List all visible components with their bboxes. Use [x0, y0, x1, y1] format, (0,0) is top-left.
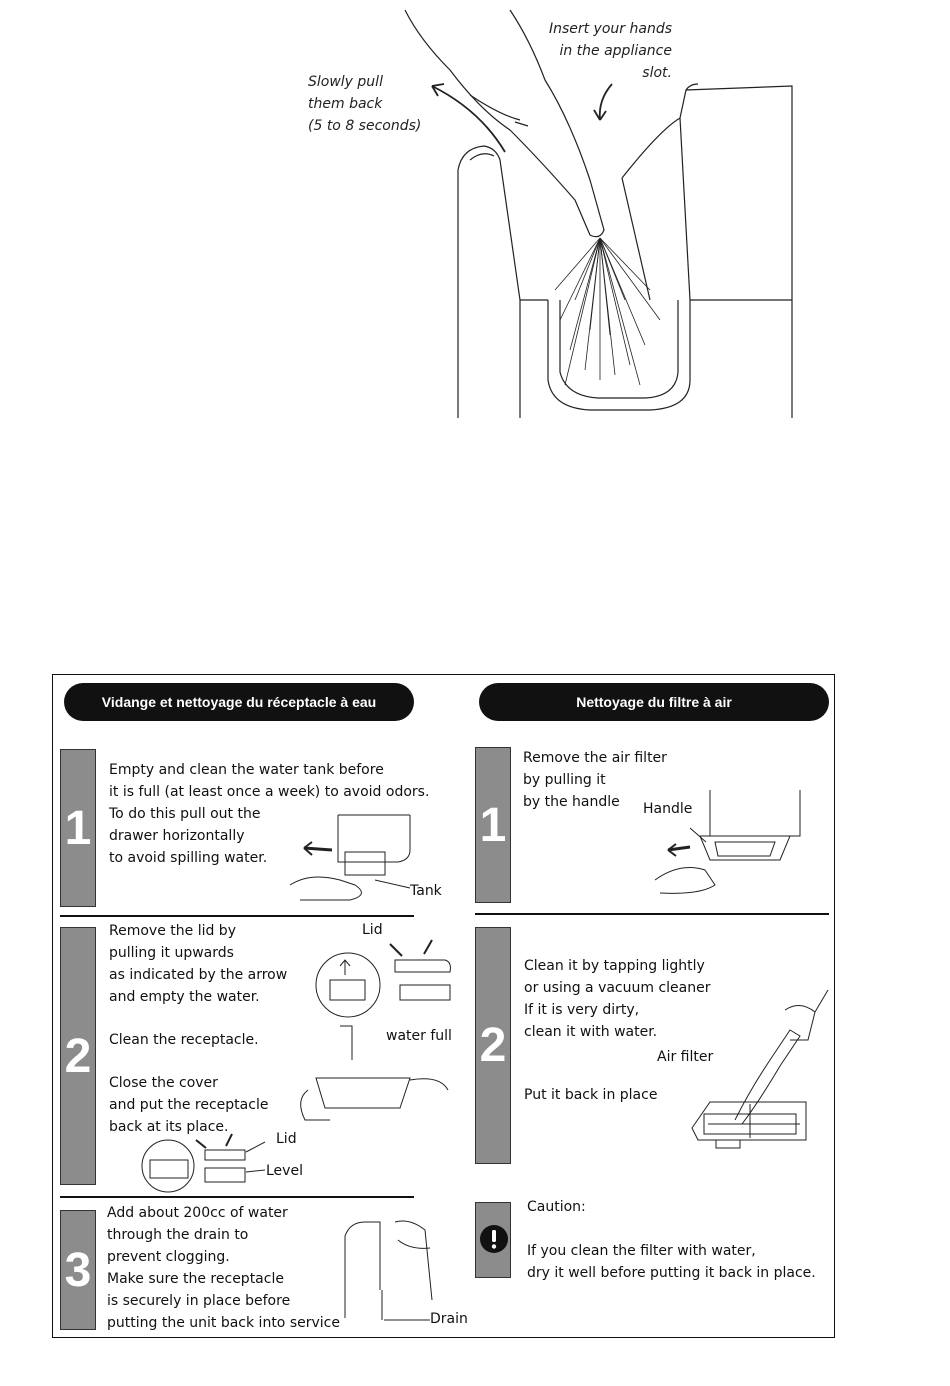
pull-back-caption: Slowly pull them back (5 to 8 seconds)	[308, 71, 421, 137]
text-line: dry it well before putting it back in pl…	[527, 1262, 816, 1284]
text-line: Remove the lid by	[109, 920, 287, 942]
caption-line: them back	[308, 93, 421, 115]
text-line: by pulling it	[523, 769, 667, 791]
text-line: putting the unit back into service	[107, 1312, 340, 1334]
text-line: prevent clogging.	[107, 1246, 340, 1268]
text-line: back at its place.	[109, 1116, 268, 1138]
exclamation-icon	[479, 1224, 509, 1254]
text-line: it is full (at least once a week) to avo…	[109, 781, 429, 803]
left-step2-text-a: Remove the lid by pulling it upwards as …	[109, 920, 287, 1008]
hand-dryer-illustration	[0, 0, 950, 430]
caution-title: Caution:	[527, 1196, 586, 1218]
text-line: Close the cover	[109, 1072, 268, 1094]
right-section-header: Nettoyage du filtre à air	[479, 683, 829, 721]
text-line: as indicated by the arrow	[109, 964, 287, 986]
text-line: pulling it upwards	[109, 942, 287, 964]
right-divider-1	[475, 913, 829, 915]
text-line: Remove the air filter	[523, 747, 667, 769]
text-line: is securely in place before	[107, 1290, 340, 1312]
label-handle: Handle	[643, 801, 692, 817]
left-divider-1	[60, 915, 414, 917]
label-tank: Tank	[410, 883, 442, 899]
right-step1-number: 1	[475, 747, 511, 903]
text-line: and empty the water.	[109, 986, 287, 1008]
text-line: or using a vacuum cleaner	[524, 977, 710, 999]
caption-line: in the appliance	[540, 40, 672, 62]
left-step2-number: 2	[60, 927, 96, 1185]
text-line: Add about 200cc of water	[107, 1202, 340, 1224]
caption-line: slot.	[540, 62, 672, 84]
left-step3-text: Add about 200cc of water through the dra…	[107, 1202, 340, 1334]
text-line: If you clean the filter with water,	[527, 1240, 816, 1262]
left-step3-number: 3	[60, 1210, 96, 1330]
left-section-header: Vidange et nettoyage du réceptacle à eau	[64, 683, 414, 721]
left-step1-text: Empty and clean the water tank before it…	[109, 759, 429, 869]
left-step2-text-c: Close the cover and put the receptacle b…	[109, 1072, 268, 1138]
right-step2-number: 2	[475, 927, 511, 1164]
left-step2-text-b: Clean the receptacle.	[109, 1029, 259, 1051]
caption-line: Slowly pull	[308, 71, 421, 93]
text-line: Clean it by tapping lightly	[524, 955, 710, 977]
text-line: to avoid spilling water.	[109, 847, 429, 869]
label-air-filter: Air filter	[657, 1049, 713, 1065]
label-drain: Drain	[430, 1311, 468, 1327]
right-step2-text-b: Put it back in place	[524, 1084, 657, 1106]
text-line: Make sure the receptacle	[107, 1268, 340, 1290]
left-step1-number: 1	[60, 749, 96, 907]
text-line: Empty and clean the water tank before	[109, 759, 429, 781]
caution-text: If you clean the filter with water, dry …	[527, 1240, 816, 1284]
label-lid-bottom: Lid	[276, 1131, 297, 1147]
label-lid-top: Lid	[362, 922, 383, 938]
label-water-full: water full	[386, 1028, 452, 1044]
label-level: Level	[266, 1163, 303, 1179]
text-line: If it is very dirty,	[524, 999, 710, 1021]
text-line: To do this pull out the	[109, 803, 429, 825]
text-line: and put the receptacle	[109, 1094, 268, 1116]
insert-caption: Insert your hands in the appliance slot.	[540, 18, 672, 84]
left-divider-2	[60, 1196, 414, 1198]
right-step2-text-a: Clean it by tapping lightly or using a v…	[524, 955, 710, 1043]
text-line: drawer horizontally	[109, 825, 429, 847]
text-line: clean it with water.	[524, 1021, 710, 1043]
caption-line: (5 to 8 seconds)	[308, 115, 421, 137]
caption-line: Insert your hands	[540, 18, 672, 40]
text-line: through the drain to	[107, 1224, 340, 1246]
